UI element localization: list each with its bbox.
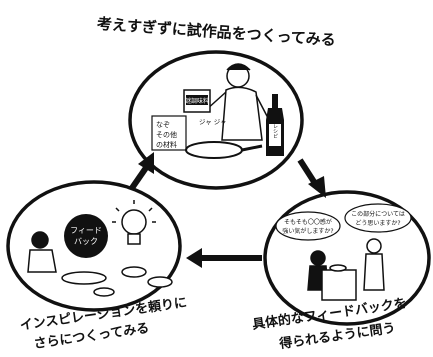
bottle-label: レシピ	[272, 124, 278, 139]
question-bubble-left: そもそも〇〇感が 強い気がしますか?	[275, 211, 341, 241]
sticky-note-line-3: の材料	[156, 140, 177, 149]
bubble-left-line-1: そもそも〇〇感が	[284, 218, 332, 226]
feedback-bubble-line-2: バック	[74, 237, 98, 246]
cycle-arrows	[129, 152, 326, 268]
sticky-note-line-1: なぞ	[156, 121, 170, 129]
question-bubble-right: この部分については どう思いますか?	[344, 203, 412, 233]
lightbulb-icon	[112, 200, 156, 245]
cook-sound-text: ジャ ジャ	[199, 118, 226, 126]
right-stage: そもそも〇〇感が 強い気がしますか? この部分については どう思いますか?	[263, 190, 431, 326]
top-stage: 謎調味料 ジャ ジャ なぞ その他 の材料 レシピ	[128, 50, 304, 190]
frying-pan	[185, 141, 263, 159]
feedback-bubble-line-1: フィード	[70, 226, 102, 235]
caption-top: 考えすぎずに試作品をつくってみる	[96, 15, 336, 50]
sauce-label: 謎調味料	[185, 97, 209, 105]
chef-figure	[205, 63, 269, 141]
bubble-right-line-2: どう思いますか?	[355, 219, 400, 227]
feedback-bubble: フィード バック	[64, 214, 108, 258]
bubble-right-line-1: この部分については	[351, 210, 405, 218]
recipe-bottle: レシピ	[266, 94, 284, 156]
cook-and-dishes	[27, 231, 173, 297]
diner-and-chef-figures	[307, 238, 385, 301]
sticky-note: なぞ その他 の材料	[151, 115, 187, 151]
left-stage: フィード バック	[6, 180, 182, 312]
sticky-note-line-2: その他	[156, 130, 177, 139]
sauce-jar: 謎調味料	[183, 89, 211, 113]
bubble-left-line-2: 強い気がしますか?	[282, 227, 333, 235]
